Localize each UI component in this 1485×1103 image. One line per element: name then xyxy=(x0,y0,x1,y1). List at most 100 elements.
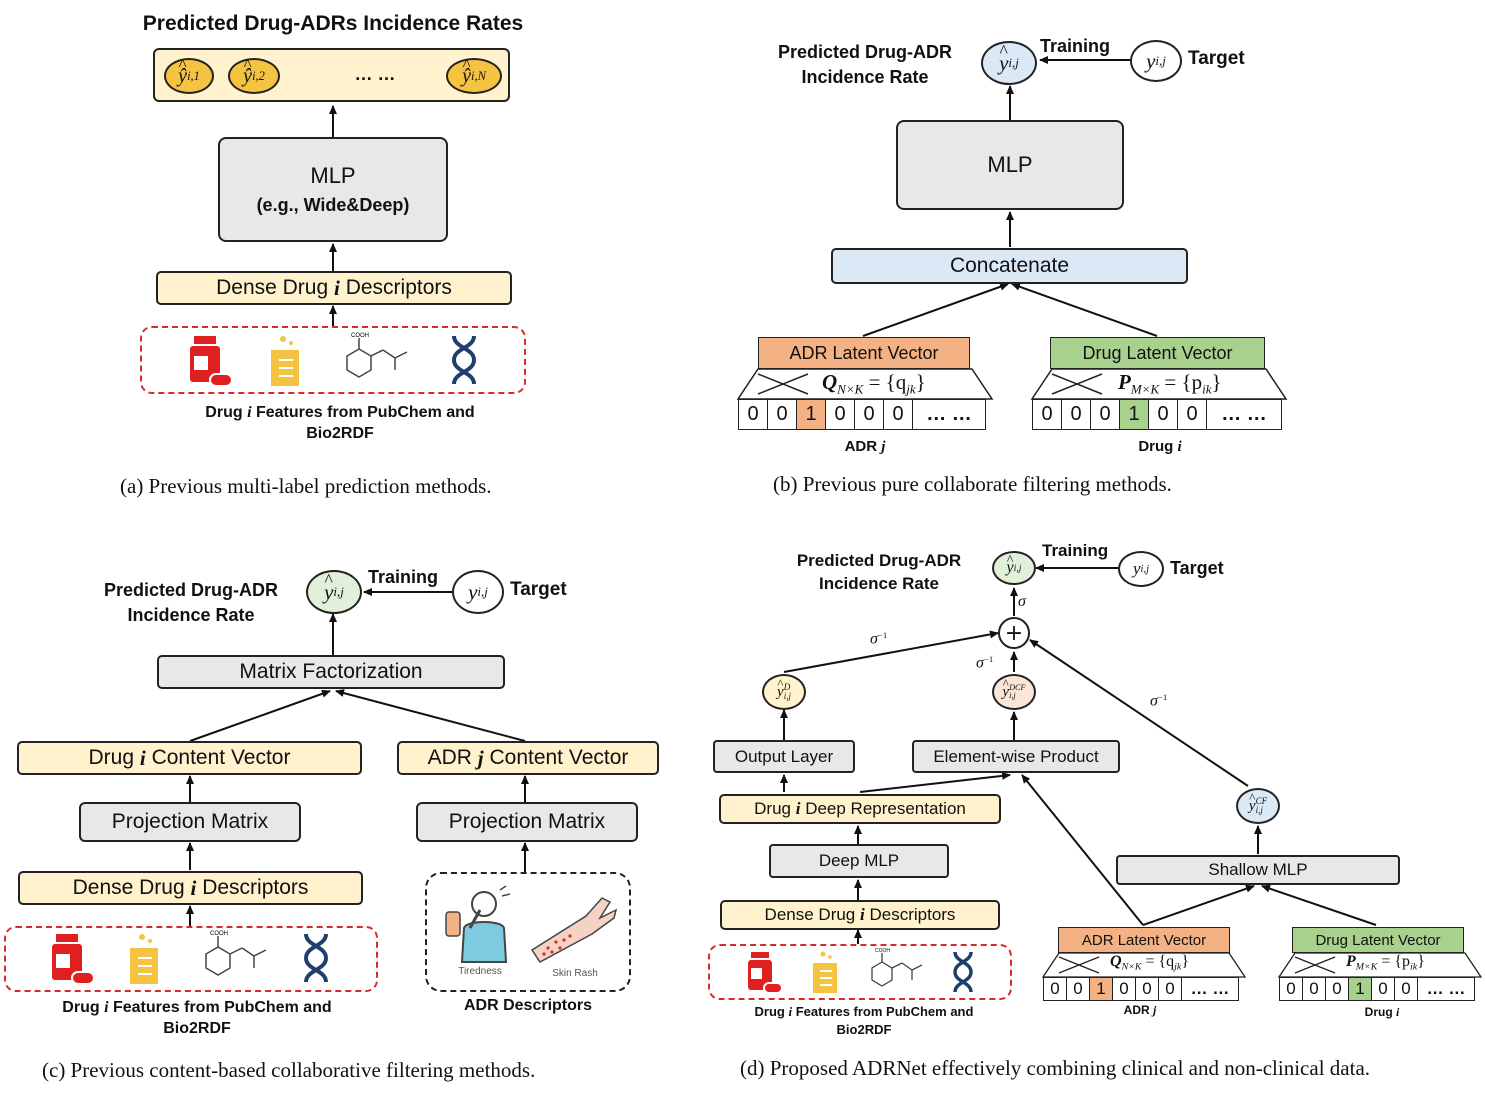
adr-latent-vector-d: ADR Latent Vector xyxy=(1058,927,1230,953)
y-sub: i,j xyxy=(1155,53,1166,68)
onehot-cell: 0 xyxy=(767,399,797,430)
training-label-d: Training xyxy=(1042,541,1109,560)
sigma-inv-sym: σ xyxy=(870,630,878,648)
dna-icon xyxy=(303,933,329,983)
drug-i-label-d: Drug i xyxy=(1342,1005,1422,1020)
pred-line2: Incidence Rate xyxy=(801,67,929,87)
tiredness-label: Tiredness xyxy=(458,966,502,977)
onehot-ellipsis: … … xyxy=(912,399,986,430)
drug-pre: Drug xyxy=(1364,1005,1396,1019)
output-sub-2: i,2 xyxy=(252,68,265,83)
yhat-d-node: yDi,j xyxy=(762,674,806,710)
beaker-icon xyxy=(813,951,837,993)
output-layer-box: Output Layer xyxy=(713,740,855,773)
drug-pre: Drug xyxy=(1138,438,1178,455)
drug-deep-representation: Drug i Deep Representation xyxy=(719,794,1001,824)
features-box-d xyxy=(708,944,1012,1000)
onehot-cell: 0 xyxy=(1177,399,1207,430)
target-label-d: Target xyxy=(1170,558,1224,578)
feat-pre: Drug xyxy=(62,999,105,1016)
feat-i: i xyxy=(247,404,252,421)
adr-j-label-b: ADR j xyxy=(820,438,910,456)
arrow-d-deeprep-ew xyxy=(859,771,1011,793)
yhat-node-b: yi,j xyxy=(981,41,1037,85)
y-sub: i,j xyxy=(477,584,488,599)
onehot-ellipsis: … … xyxy=(1181,977,1239,1001)
dc-post: Content Vector xyxy=(151,746,291,769)
deep-mlp-box: Deep MLP xyxy=(769,844,949,878)
node-cf-sub: i,j xyxy=(1255,805,1263,815)
adr-pre: ADR xyxy=(844,438,882,455)
onehot-cell: 0 xyxy=(1066,977,1090,1001)
yhat-symbol: ŷ xyxy=(462,55,471,88)
p-sub: M×K xyxy=(1355,961,1378,973)
beaker-icon xyxy=(130,934,158,984)
pill-bottle-icon xyxy=(748,952,783,994)
p-set: = {p xyxy=(1159,370,1203,394)
sigma-inv-sym: σ xyxy=(976,654,984,672)
element-wise-product-box: Element-wise Product xyxy=(912,740,1120,773)
onehot-cell: 0 xyxy=(1135,977,1159,1001)
onehot-cell: 0 xyxy=(738,399,768,430)
onehot-cell: 1 xyxy=(1348,977,1372,1001)
arrow-d-ycf-plus xyxy=(1029,639,1249,787)
feat-i: i xyxy=(788,1004,793,1019)
p-set-sub: ik xyxy=(1202,381,1212,397)
dense-descriptors-c: Dense Drug i Descriptors xyxy=(18,871,363,905)
y-sub: i,j xyxy=(1140,563,1150,575)
features-box-a xyxy=(140,326,526,394)
features-label-a: Drug i Features from PubChem and Bio2RDF xyxy=(150,402,530,444)
yhat-node-d: yi,j xyxy=(992,551,1036,585)
onehot-cell: 0 xyxy=(1302,977,1326,1001)
onehot-cell: 0 xyxy=(1112,977,1136,1001)
yhat-symbol: ŷ xyxy=(243,55,252,88)
skin-rash-icon xyxy=(530,897,618,963)
pred-line2: Incidence Rate xyxy=(127,605,255,625)
dense-i: i xyxy=(860,905,865,924)
caption-d: (d) Proposed ADRNet effectively combinin… xyxy=(740,1056,1371,1080)
adr-j-label-d: ADR j xyxy=(1100,1003,1180,1018)
node-d-sub: i,j xyxy=(783,691,791,701)
feat-post: Features from PubChem and xyxy=(251,404,475,421)
dr-post: Deep Representation xyxy=(805,799,966,818)
yhat-symbol: y xyxy=(999,41,1009,76)
onehot-cell: 0 xyxy=(1032,399,1062,430)
output-node-1: ŷi,1 xyxy=(164,55,214,94)
q-set: = {q xyxy=(1141,953,1175,970)
pred-line1: Predicted Drug-ADR xyxy=(796,551,962,570)
target-label-c: Target xyxy=(510,579,567,600)
dense-post: Descriptors xyxy=(869,905,956,924)
dc-i: i xyxy=(139,745,146,770)
adr-embedding-trapezoid-b xyxy=(736,368,994,400)
q-set: = {q xyxy=(863,370,907,394)
adr-j: j xyxy=(881,439,886,455)
ac-pre: ADR xyxy=(427,746,472,769)
adr-content-vector: ADR j Content Vector xyxy=(397,741,659,775)
onehot-cell: 1 xyxy=(1119,399,1149,430)
dense-pre: Dense Drug xyxy=(216,276,329,299)
dense-post: Descriptors xyxy=(202,876,309,899)
y-symbol: y xyxy=(468,579,478,604)
features-label-c: Drug i Features from PubChem and Bio2RDF xyxy=(10,997,384,1039)
dr-i: i xyxy=(795,799,801,818)
dense-descriptors-a: Dense Drug i Descriptors xyxy=(156,271,512,305)
drug-i: i xyxy=(1177,439,1182,455)
sigma-inv-left: σ−1 xyxy=(870,630,887,648)
y-symbol: y xyxy=(1146,48,1156,73)
drug-content-vector: Drug i Content Vector xyxy=(17,741,362,775)
molecule-icon: COOH xyxy=(871,948,923,987)
arrow-d-adr-ew xyxy=(1021,774,1144,926)
pill-bottle-icon xyxy=(52,934,95,985)
q-set-sub: jk xyxy=(906,381,916,397)
adr-j: j xyxy=(1153,1003,1157,1017)
sigma-inv-sup: −1 xyxy=(983,654,994,664)
caption-c: (c) Previous content-based collaborative… xyxy=(42,1058,536,1082)
onehot-cell: 0 xyxy=(883,399,913,430)
yhat-symbol: ŷ xyxy=(178,55,187,88)
dna-icon xyxy=(451,335,477,385)
cooh-label: COOH xyxy=(210,931,228,937)
arrow-c-drug-mf xyxy=(189,689,331,742)
sigma-label: σ xyxy=(1018,593,1026,610)
